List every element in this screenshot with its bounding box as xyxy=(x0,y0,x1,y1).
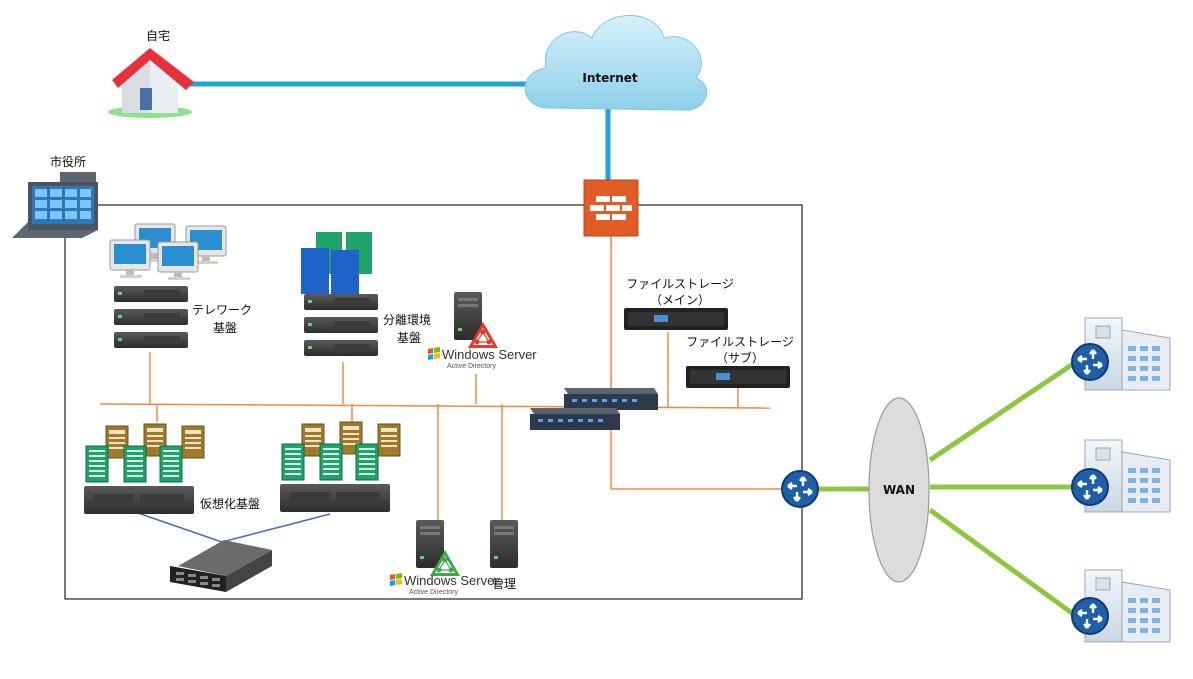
switch-icon xyxy=(530,408,620,430)
wan-links xyxy=(818,359,1078,619)
windows-server-label: Windows Server xyxy=(442,347,537,362)
nas-icon xyxy=(686,366,790,388)
isolation-label-line1: 分離環境 xyxy=(383,312,431,327)
house-icon xyxy=(108,48,194,118)
telework-pcs xyxy=(109,223,227,281)
virtualization-host-left xyxy=(84,486,194,514)
firewall-icon xyxy=(583,179,639,237)
city-hall-label: 市役所 xyxy=(50,154,86,169)
management-label: 管理 xyxy=(492,576,516,591)
active-directory-label: Active Directory xyxy=(447,363,497,370)
cloud-icon xyxy=(524,15,708,111)
isolation-server-rack xyxy=(304,294,378,356)
active-directory-label-bottom: Active Directory xyxy=(409,589,459,596)
telework-label-line1: テレワーク xyxy=(192,303,252,317)
router-icon xyxy=(1070,467,1110,507)
isolation-label-line2: 基盤 xyxy=(397,331,421,345)
switch-icon xyxy=(564,388,658,410)
telework-label-line2: 基盤 xyxy=(213,321,237,335)
building-icon xyxy=(12,172,98,238)
storage-main-label-line1: ファイルストレージ xyxy=(626,277,734,291)
windows-server-label-bottom: Windows Server xyxy=(404,573,499,588)
storage-links xyxy=(134,511,331,543)
virtualization-vms-left xyxy=(85,423,205,483)
virtualization-vms-right xyxy=(281,421,401,481)
storage-sub-label-line1: ファイルストレージ xyxy=(686,335,794,349)
storage-main-label-line2: （メイン） xyxy=(650,293,710,307)
storage-sub-label-line2: （サブ） xyxy=(716,350,764,365)
home-label: 自宅 xyxy=(146,28,170,43)
router-icon xyxy=(1070,342,1110,382)
city-hall-network-boundary xyxy=(64,204,803,600)
wan-cloud xyxy=(868,397,930,583)
windows-logo-icon xyxy=(428,347,440,360)
tower-server-icon xyxy=(490,520,518,568)
storage-array-icon xyxy=(170,540,272,592)
internet-label: Internet xyxy=(582,71,637,85)
router-icon xyxy=(780,469,820,509)
isolation-servers xyxy=(301,232,372,296)
wan-label: WAN xyxy=(883,483,915,497)
nas-icon xyxy=(624,308,728,330)
virtualization-label: 仮想化基盤 xyxy=(200,496,260,511)
lan-lines xyxy=(99,236,784,520)
virtualization-host-right xyxy=(280,484,390,512)
telework-server-rack xyxy=(114,286,188,348)
windows-logo-icon xyxy=(390,573,402,586)
router-icon xyxy=(1070,596,1110,636)
